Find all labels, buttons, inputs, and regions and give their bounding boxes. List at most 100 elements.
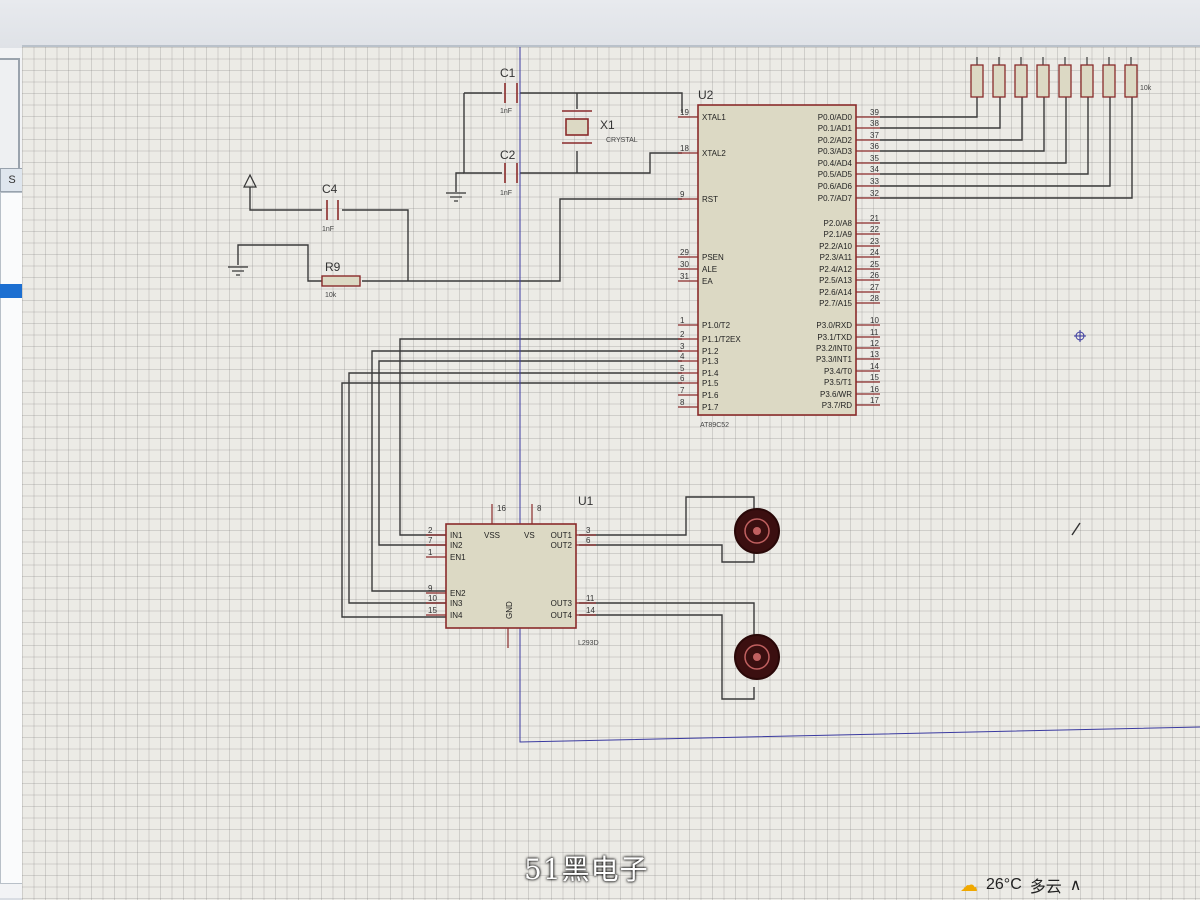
mcu-pin-number: 14 [870,362,879,371]
mcu-pin-name: P3.5/T1 [824,378,853,387]
mcu-pin-name: P1.7 [702,403,719,412]
driver-pin-number: 11 [586,594,595,603]
schematic-canvas[interactable]: C1 1nF C2 1nF C4 1nF X1 CRYSTAL R9 10k 1… [22,45,1200,900]
driver-pin-number: 14 [586,606,595,615]
driver-ref: U1 [578,494,594,508]
mcu-pin-number: 31 [680,272,689,281]
mcu-pin-name: P3.3/INT1 [816,355,853,364]
driver-gnd-label: GND [505,601,514,619]
mcu-pin-number: 23 [870,237,879,246]
mcu-pin-number: 15 [870,373,879,382]
chevron-up-icon[interactable]: ∧ [1069,877,1082,894]
mcu-pin-number: 9 [680,190,685,199]
schematic[interactable]: C1 1nF C2 1nF C4 1nF X1 CRYSTAL R9 10k 1… [22,47,1200,900]
mcu-pin-number: 13 [870,350,879,359]
mcu-pin-name: P0.1/AD1 [818,124,853,133]
mcu-pin-name: RST [702,195,718,204]
mcu-pin-number: 17 [870,396,879,405]
rpack-resistor[interactable] [1058,64,1072,98]
mcu-pin-number: 3 [680,342,685,351]
mcu-pin-number: 26 [870,271,879,280]
capacitor-c2 [504,163,518,183]
mcu-pin-number: 37 [870,131,879,140]
mcu-pin-name: PSEN [702,253,724,262]
wires [237,92,1133,700]
resistor-pack[interactable] [970,57,1138,98]
selected-list-item[interactable] [0,284,22,298]
mcu-pin-number: 34 [870,165,879,174]
mcu-pin-number: 7 [680,386,685,395]
driver-pin-name: EN1 [450,553,466,562]
driver-pin-name: EN2 [450,589,466,598]
mcu-pin-name: P3.4/T0 [824,367,853,376]
mcu-pin-number: 30 [680,260,689,269]
mcu-pin-number: 6 [680,374,685,383]
driver-pin-number: 2 [428,526,433,535]
rpack-resistor[interactable] [1080,64,1094,98]
driver-pin-name: OUT2 [551,541,573,550]
capacitor-c1 [504,83,518,103]
ground-symbol [228,192,466,276]
mcu-pin-number: 11 [870,328,879,337]
x1-ref: X1 [600,118,615,132]
mcu-body[interactable] [697,104,857,416]
mcu-pin-name: P1.1/T2EX [702,335,741,344]
mcu-pin-name: P0.2/AD2 [818,136,853,145]
mcu-pin-name: P1.3 [702,357,719,366]
driver-pin-name: IN2 [450,541,463,550]
mcu-pin-name: P2.7/A15 [819,299,852,308]
rpack-resistor[interactable] [970,64,984,98]
driver-pin-number: 16 [497,504,506,513]
mcu-pin-number: 27 [870,283,879,292]
mcu-pin-number: 18 [680,144,689,153]
mcu-part: AT89C52 [700,422,729,429]
mcu-pin-name: P2.4/A12 [819,265,852,274]
watermark: 51黑电子 [524,853,649,886]
mcu-pin-number: 24 [870,248,879,257]
mcu-pin-number: 29 [680,248,689,257]
motor-2[interactable] [734,634,780,680]
background-wall [0,0,1200,48]
c2-ref: C2 [500,148,516,162]
mcu-pin-number: 38 [870,119,879,128]
rpack-resistor[interactable] [1014,64,1028,98]
driver-supply-label: VS [524,531,535,540]
mcu-pin-name: P0.3/AD3 [818,147,853,156]
driver-pin-number: 9 [428,584,433,593]
mcu-pin-name: XTAL1 [702,113,726,122]
r9-value: 10k [325,292,337,299]
weather-icon[interactable]: ☁ [960,874,978,895]
mcu-pin-name: P0.5/AD5 [818,170,853,179]
panel-tab[interactable]: S [0,168,24,192]
c1-ref: C1 [500,66,516,80]
c1-value: 1nF [500,108,512,115]
rpack-resistor[interactable] [1102,64,1116,98]
mcu-pin-name: P0.6/AD6 [818,182,853,191]
object-list[interactable] [0,192,24,884]
mcu-pin-name: P3.7/RD [822,401,852,410]
driver-pins: 2IN17IN21EN19EN210IN315IN43OUT16OUT211OU… [426,504,596,648]
crosshair-icon [1074,330,1086,342]
mcu-pin-number: 28 [870,294,879,303]
resistor-r9[interactable] [321,275,361,287]
rpack-resistor[interactable] [1036,64,1050,98]
crystal-x1 [562,110,592,144]
driver-pin-name: IN3 [450,599,463,608]
driver-pin-number: 1 [428,548,433,557]
mcu-pin-name: P3.6/WR [820,390,852,399]
mcu-pin-name: P2.3/A11 [820,253,853,262]
driver-body[interactable] [445,523,577,629]
driver-pin-number: 7 [428,536,433,545]
motor-1[interactable] [734,508,780,554]
mcu-pin-name: P0.7/AD7 [818,194,853,203]
rpack-resistor[interactable] [992,64,1006,98]
driver-pin-number: 6 [586,536,591,545]
driver-supply-label: VSS [484,531,500,540]
c4-ref: C4 [322,182,338,196]
weather-condition: 多云 [1029,879,1062,896]
rpack-resistor[interactable] [1124,64,1138,98]
taskbar: ☁ 26°C 多云 ∧ [960,872,1200,898]
mcu-pin-name: P2.0/A8 [824,219,853,228]
mcu-pin-number: 19 [680,108,689,117]
mcu-pin-number: 12 [870,339,879,348]
